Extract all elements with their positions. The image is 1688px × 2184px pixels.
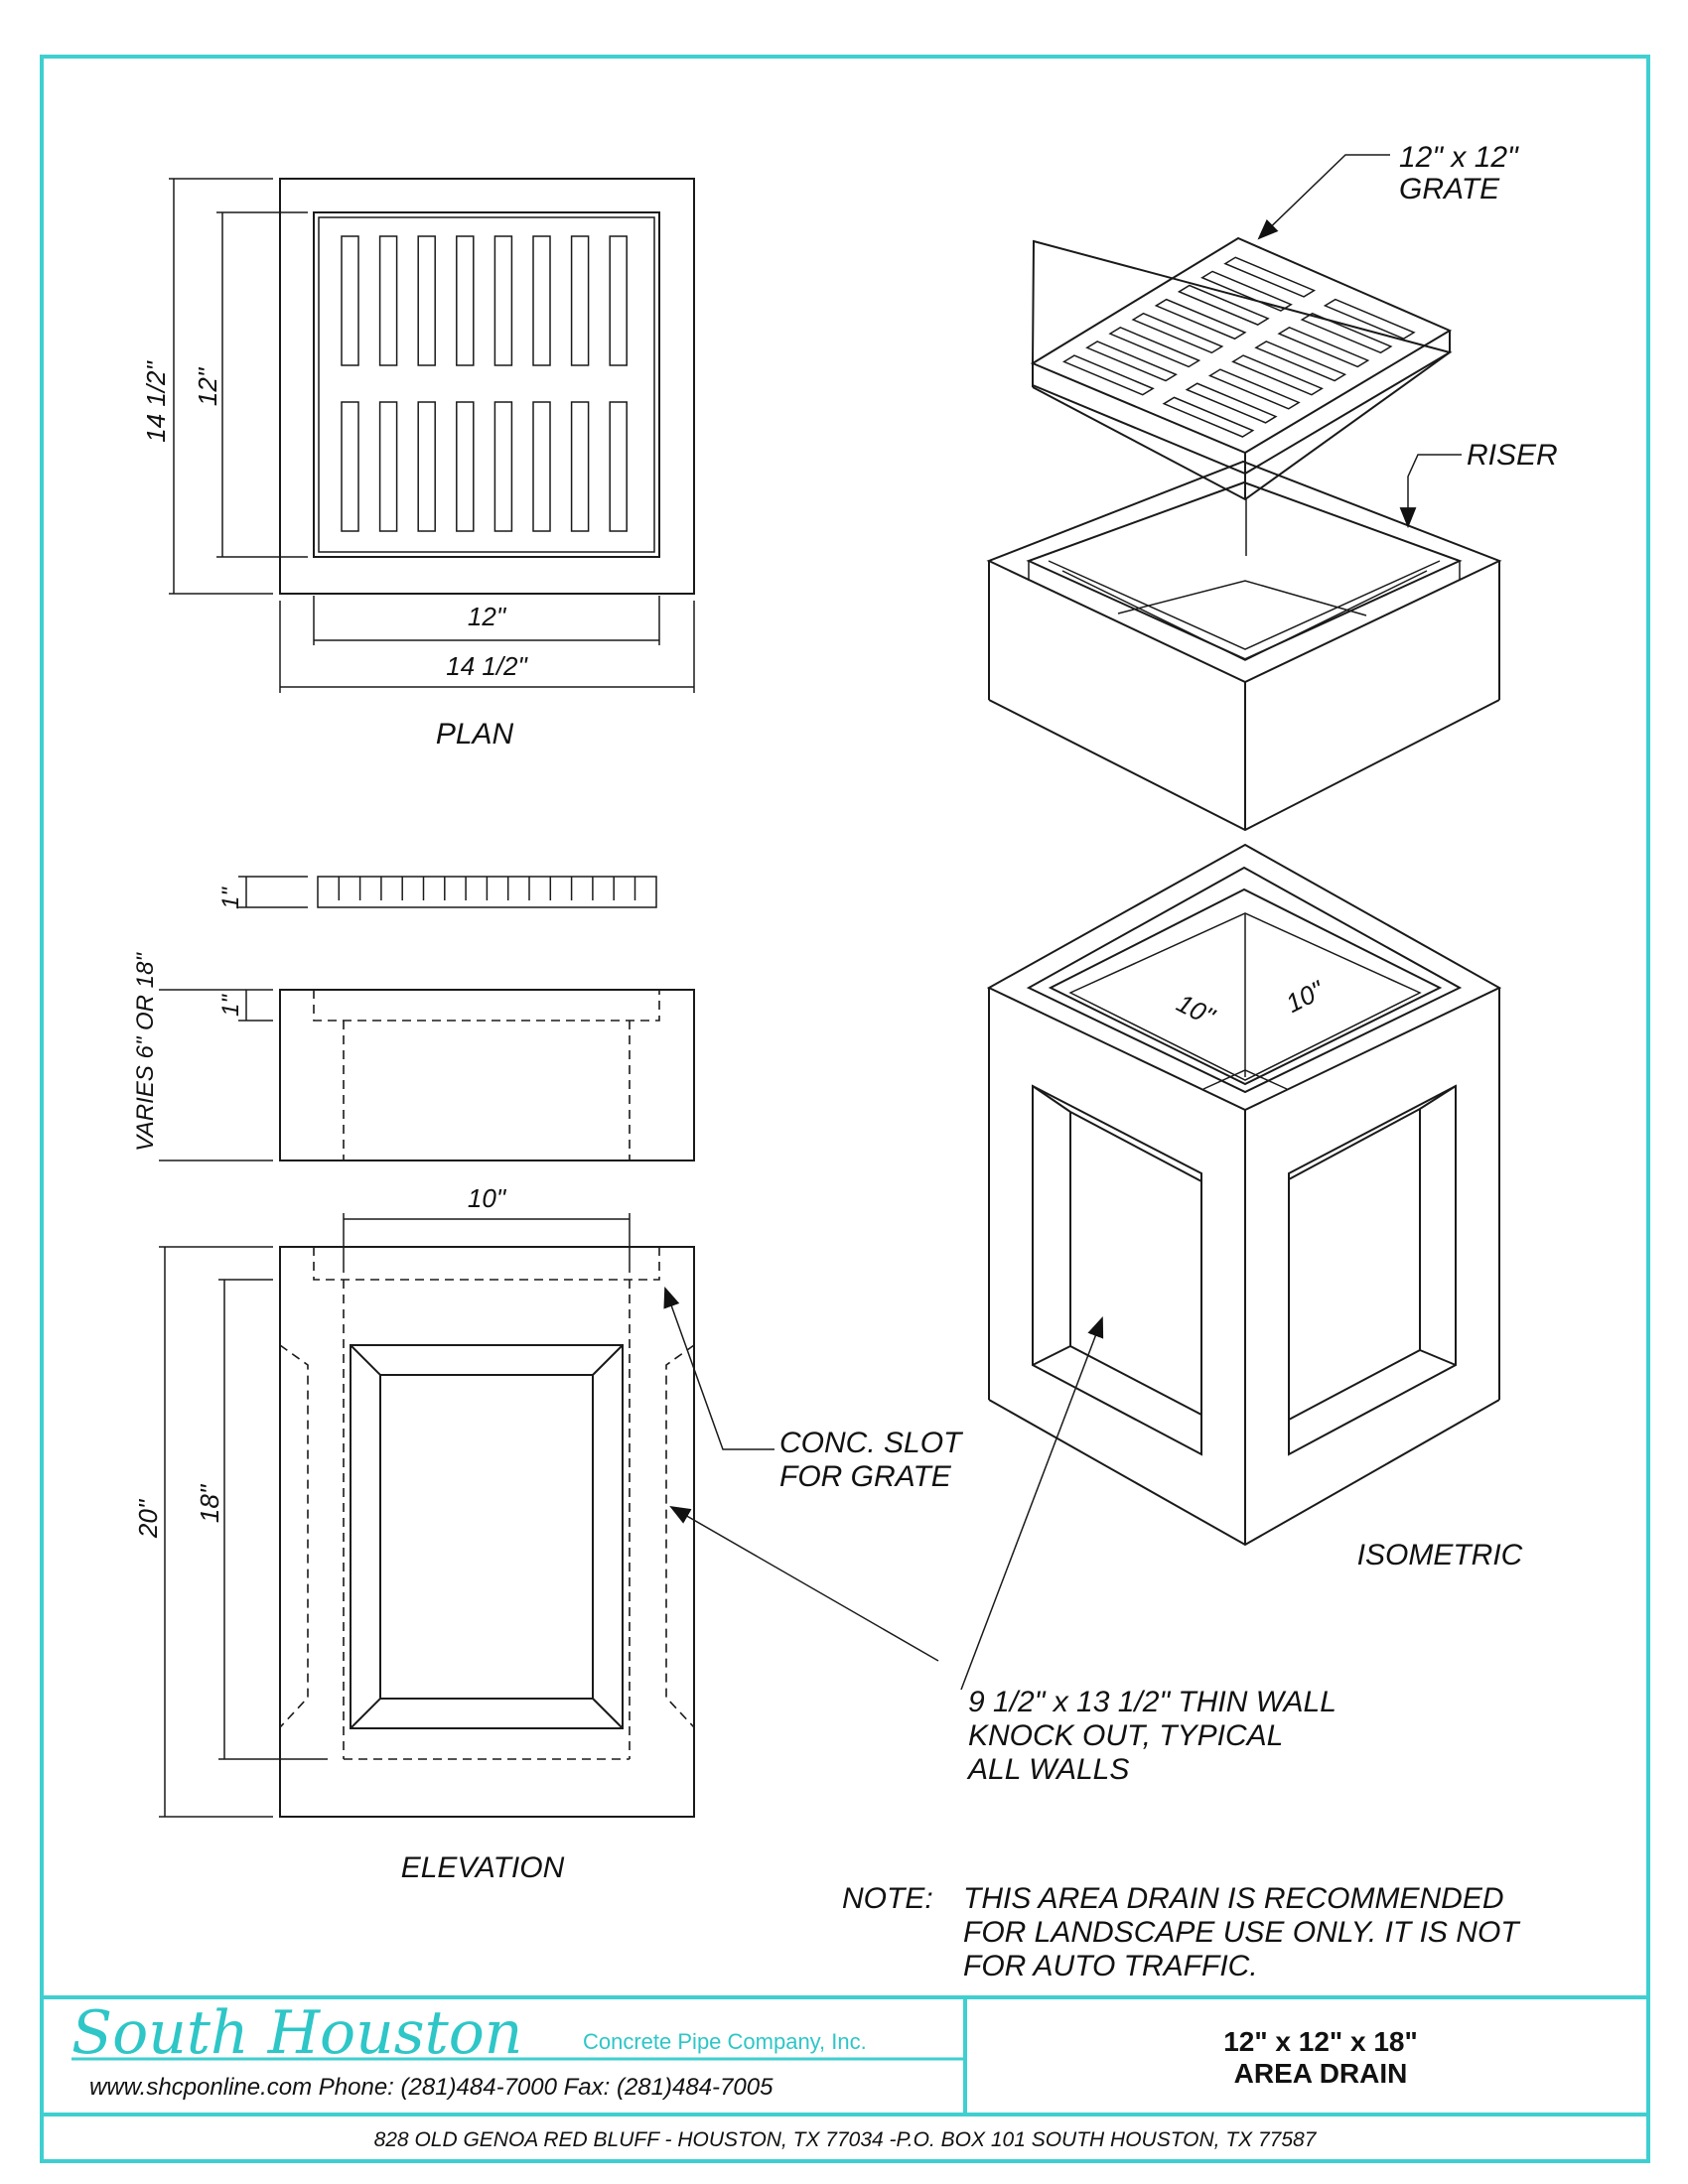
iso-inner-dim-b: 10" bbox=[1281, 974, 1330, 1019]
note-line2: FOR LANDSCAPE USE ONLY. IT IS NOT bbox=[963, 1916, 1521, 1949]
contact-line: www.shcponline.com Phone: (281)484-7000 … bbox=[89, 2074, 774, 2101]
grate-slot bbox=[456, 235, 475, 366]
iso-grate-slot bbox=[1061, 354, 1155, 396]
note-line3: FOR AUTO TRAFFIC. bbox=[963, 1950, 1258, 1982]
plan-dim-inner-horizontal: 12" bbox=[468, 602, 507, 631]
iso-grate-slot bbox=[1162, 396, 1255, 438]
iso-grate-slot bbox=[1177, 284, 1270, 326]
iso-grate-slot bbox=[1131, 312, 1224, 354]
grate-slot bbox=[417, 401, 436, 532]
slot-callout-line1: CONC. SLOT bbox=[779, 1427, 964, 1459]
grate-slot bbox=[341, 235, 359, 366]
grate-callout: 12" x 12" GRATE bbox=[1257, 141, 1519, 240]
knockout-callout-line1: 9 1/2" x 13 1/2" THIN WALL bbox=[968, 1686, 1336, 1718]
riser-height-dim: VARIES 6" OR 18" bbox=[132, 952, 159, 1152]
iso-grate-slot bbox=[1154, 298, 1247, 341]
note-block: NOTE: THIS AREA DRAIN IS RECOMMENDED FOR… bbox=[842, 1882, 1521, 1982]
knockout-callout-line3: ALL WALLS bbox=[966, 1753, 1129, 1786]
title-block: South Houston Concrete Pipe Company, Inc… bbox=[42, 1995, 1648, 2151]
sheet-border bbox=[40, 55, 1650, 2163]
note-label: NOTE: bbox=[842, 1882, 933, 1915]
grate-slots bbox=[341, 235, 628, 532]
grate-slot bbox=[378, 401, 398, 532]
plan-dim-outer-horizontal: 14 1/2" bbox=[446, 651, 528, 681]
grate-callout-line2: GRATE bbox=[1399, 173, 1500, 205]
iso-grate-slot bbox=[1200, 270, 1293, 312]
grate-slot bbox=[456, 401, 475, 532]
grate-slot bbox=[609, 235, 628, 366]
iso-grate bbox=[1030, 236, 1453, 556]
grate-slot bbox=[570, 401, 590, 532]
grate-slot bbox=[417, 235, 436, 366]
riser-callout: RISER bbox=[1399, 439, 1558, 529]
plan-dim-inner-vertical: 12" bbox=[193, 366, 222, 406]
elevation-title: ELEVATION bbox=[401, 1851, 565, 1884]
iso-grate-slot bbox=[1223, 256, 1317, 298]
company-logo-text: South Houston bbox=[71, 1998, 522, 2068]
grate-slot bbox=[378, 235, 398, 366]
iso-grate-slot bbox=[1277, 326, 1370, 368]
iso-body: 10" 10" ISOMETRIC bbox=[986, 843, 1523, 1571]
plan-title: PLAN bbox=[436, 718, 514, 751]
body-elevation: 10" 20" 18" ELEVATION bbox=[133, 1183, 695, 1884]
isometric-title: ISOMETRIC bbox=[1357, 1539, 1523, 1571]
grate-slot bbox=[532, 235, 551, 366]
drawing-title-line2: AREA DRAIN bbox=[1234, 2058, 1408, 2089]
plan-view: 14 1/2" 12" 12" 14 1/2" PLAN bbox=[141, 178, 695, 751]
address-line: 828 OLD GENOA RED BLUFF - HOUSTON, TX 77… bbox=[374, 2128, 1318, 2151]
grate-slot bbox=[493, 235, 513, 366]
knockout-callout: 9 1/2" x 13 1/2" THIN WALL KNOCK OUT, TY… bbox=[669, 1316, 1336, 1786]
iso-grate-slot bbox=[1300, 312, 1393, 354]
knockout-callout-line2: KNOCK OUT, TYPICAL bbox=[968, 1719, 1283, 1752]
iso-grate-slot bbox=[1108, 327, 1201, 368]
iso-grate-slot bbox=[1185, 382, 1278, 424]
iso-grate-slot bbox=[1207, 368, 1301, 410]
iso-grate-slot bbox=[1323, 298, 1416, 341]
iso-grate-slot bbox=[1231, 354, 1324, 396]
company-subtitle: Concrete Pipe Company, Inc. bbox=[583, 2029, 867, 2054]
riser-callout-label: RISER bbox=[1467, 439, 1558, 472]
grate-slot bbox=[532, 401, 551, 532]
plan-dim-outer-vertical: 14 1/2" bbox=[141, 359, 171, 442]
drawing-title-line1: 12" x 12" x 18" bbox=[1223, 2026, 1418, 2057]
riser-elevation: 1" VARIES 6" OR 18" bbox=[132, 952, 695, 1161]
iso-grate-slot bbox=[1254, 341, 1347, 382]
inner-height-dim: 18" bbox=[195, 1483, 224, 1523]
grate-slot bbox=[341, 401, 359, 532]
grate-slot bbox=[609, 401, 628, 532]
grate-slot bbox=[570, 235, 590, 366]
iso-riser bbox=[986, 460, 1502, 832]
note-line1: THIS AREA DRAIN IS RECOMMENDED bbox=[963, 1882, 1504, 1915]
slot-callout-line2: FOR GRATE bbox=[779, 1460, 952, 1493]
slot-callout: CONC. SLOT FOR GRATE bbox=[663, 1287, 964, 1493]
grate-slot bbox=[493, 401, 513, 532]
grate-section: 1" bbox=[217, 876, 657, 909]
grate-thickness-dim: 1" bbox=[217, 887, 244, 909]
iso-grate-slot bbox=[1085, 341, 1178, 382]
total-height-dim: 20" bbox=[133, 1498, 163, 1539]
slot-depth-dim: 1" bbox=[217, 994, 244, 1017]
grate-callout-line1: 12" x 12" bbox=[1399, 141, 1519, 174]
iso-inner-dim-a: 10" bbox=[1172, 988, 1220, 1032]
opening-width-dim: 10" bbox=[468, 1183, 507, 1213]
